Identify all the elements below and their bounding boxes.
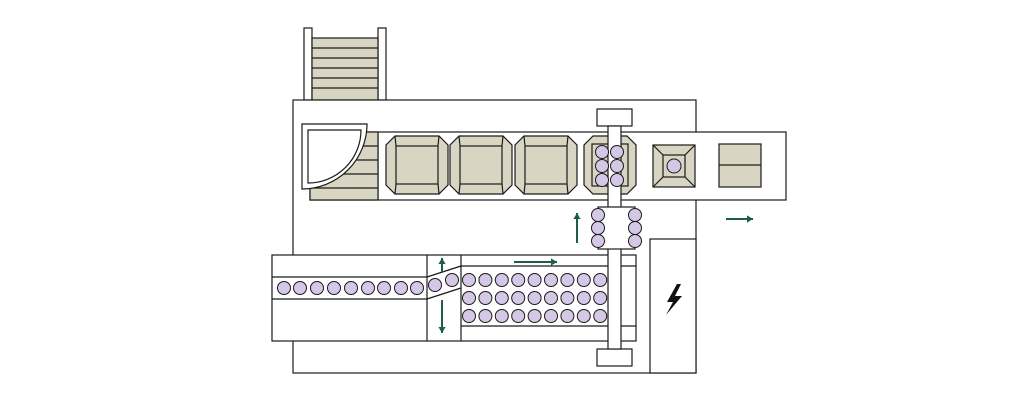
bottle	[595, 159, 609, 173]
lower-conveyor	[271, 254, 637, 342]
bottle	[527, 291, 542, 305]
bottle	[494, 309, 509, 323]
bottle	[560, 291, 575, 305]
bottle	[462, 291, 476, 305]
flow-arrow-icon	[514, 258, 557, 266]
bottle-group	[277, 145, 642, 323]
flow-arrow-icon	[726, 215, 753, 223]
bottle	[511, 309, 526, 323]
bottle	[576, 291, 591, 305]
bottle	[527, 273, 542, 287]
bottle	[494, 273, 509, 287]
bottle	[593, 273, 608, 287]
flow-arrows	[438, 213, 753, 333]
bottle	[445, 273, 459, 287]
bottle	[344, 281, 358, 295]
bottle	[576, 309, 591, 323]
lightning-bolt-icon	[666, 284, 682, 315]
bottle	[560, 273, 575, 287]
bottle	[591, 234, 605, 248]
bottle	[478, 309, 493, 323]
bottle	[610, 145, 624, 159]
stairs	[303, 27, 387, 101]
bottle	[511, 273, 526, 287]
bottle	[576, 273, 591, 287]
flow-arrow-icon	[438, 258, 446, 272]
bottle	[595, 145, 609, 159]
bottle	[544, 291, 558, 305]
flow-arrow-icon	[438, 300, 446, 333]
bottle	[462, 309, 476, 323]
bottle	[628, 221, 642, 235]
carton-tray	[652, 144, 696, 188]
bottle	[394, 281, 408, 295]
bottle	[560, 309, 575, 323]
bottle	[361, 281, 375, 295]
bottle	[277, 281, 291, 295]
bottle	[591, 221, 605, 235]
bottle	[591, 208, 605, 222]
bottle	[494, 291, 509, 305]
bottle	[610, 173, 624, 187]
bottle	[628, 234, 642, 248]
bottle	[511, 291, 526, 305]
bottle	[527, 309, 542, 323]
bottle	[544, 309, 558, 323]
bottle	[327, 281, 341, 295]
bottle	[593, 291, 608, 305]
bottle	[478, 273, 493, 287]
bottle	[595, 173, 609, 187]
bottle	[593, 309, 608, 323]
bottle	[610, 159, 624, 173]
bottle	[310, 281, 324, 295]
open-carton	[385, 135, 449, 195]
bottle	[544, 273, 558, 287]
open-carton	[514, 135, 578, 195]
bottle	[628, 208, 642, 222]
bottle	[410, 281, 424, 295]
bottle	[377, 281, 391, 295]
flow-arrow-icon	[573, 213, 581, 243]
closed-box	[718, 143, 762, 188]
electrical-cabinet	[649, 238, 697, 374]
swing-door	[301, 123, 368, 190]
bottle	[462, 273, 476, 287]
bottle	[428, 278, 442, 292]
bottle	[293, 281, 307, 295]
bottle	[478, 291, 493, 305]
lower-lanes	[272, 265, 636, 327]
open-carton	[449, 135, 513, 195]
